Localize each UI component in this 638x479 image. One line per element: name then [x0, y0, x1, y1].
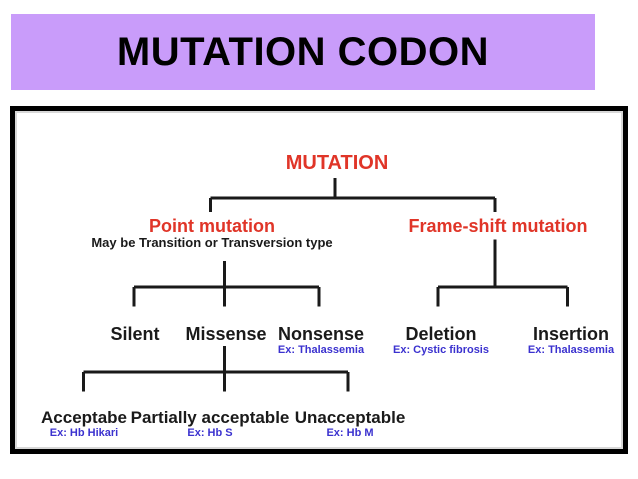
node-unacceptable-example: Ex: Hb M: [326, 427, 374, 440]
node-frame-shift-mutation-label: Frame-shift mutation: [408, 216, 588, 236]
node-point-mutation-label: Point mutation: [149, 216, 275, 236]
node-acceptable-example: Ex: Hb Hikari: [49, 427, 119, 440]
node-silent-label: Silent: [110, 324, 160, 344]
mutation-hierarchy-diagram: MUTATION Point mutation May be Transitio…: [15, 111, 623, 449]
node-deletion: Deletion Ex: Cystic fibrosis: [393, 324, 489, 357]
slide-title-band: MUTATION CODON: [11, 14, 595, 90]
node-point-mutation: Point mutation May be Transition or Tran…: [91, 216, 333, 251]
node-missense: Missense: [185, 324, 267, 345]
tree-connectors: [82, 178, 569, 392]
node-insertion-example: Ex: Thalassemia: [527, 344, 615, 357]
node-insertion-label: Insertion: [532, 324, 609, 344]
node-missense-label: Missense: [185, 324, 267, 344]
node-acceptable: Acceptabe Ex: Hb Hikari: [41, 408, 127, 440]
node-partially-acceptable-example: Ex: Hb S: [187, 427, 233, 440]
node-deletion-label: Deletion: [405, 324, 477, 344]
node-mutation: MUTATION: [285, 152, 389, 174]
node-acceptable-label: Acceptabe: [41, 408, 127, 427]
node-unacceptable: Unacceptable Ex: Hb M: [294, 408, 406, 440]
node-nonsense-label: Nonsense: [277, 324, 365, 344]
node-mutation-label: MUTATION: [285, 152, 389, 174]
node-partially-acceptable: Partially acceptable Ex: Hb S: [130, 408, 290, 440]
page-title: MUTATION CODON: [116, 30, 490, 74]
node-point-mutation-subtitle: May be Transition or Transversion type: [91, 235, 333, 251]
diagram-frame: MUTATION Point mutation May be Transitio…: [10, 106, 628, 454]
node-partially-acceptable-label: Partially acceptable: [130, 408, 290, 427]
node-deletion-example: Ex: Cystic fibrosis: [393, 344, 489, 357]
node-frame-shift-mutation: Frame-shift mutation: [408, 216, 588, 236]
node-silent: Silent: [110, 324, 160, 345]
node-unacceptable-label: Unacceptable: [294, 408, 406, 427]
node-insertion: Insertion Ex: Thalassemia: [527, 324, 615, 357]
node-nonsense-example: Ex: Thalassemia: [277, 344, 365, 357]
node-nonsense: Nonsense Ex: Thalassemia: [277, 324, 365, 357]
